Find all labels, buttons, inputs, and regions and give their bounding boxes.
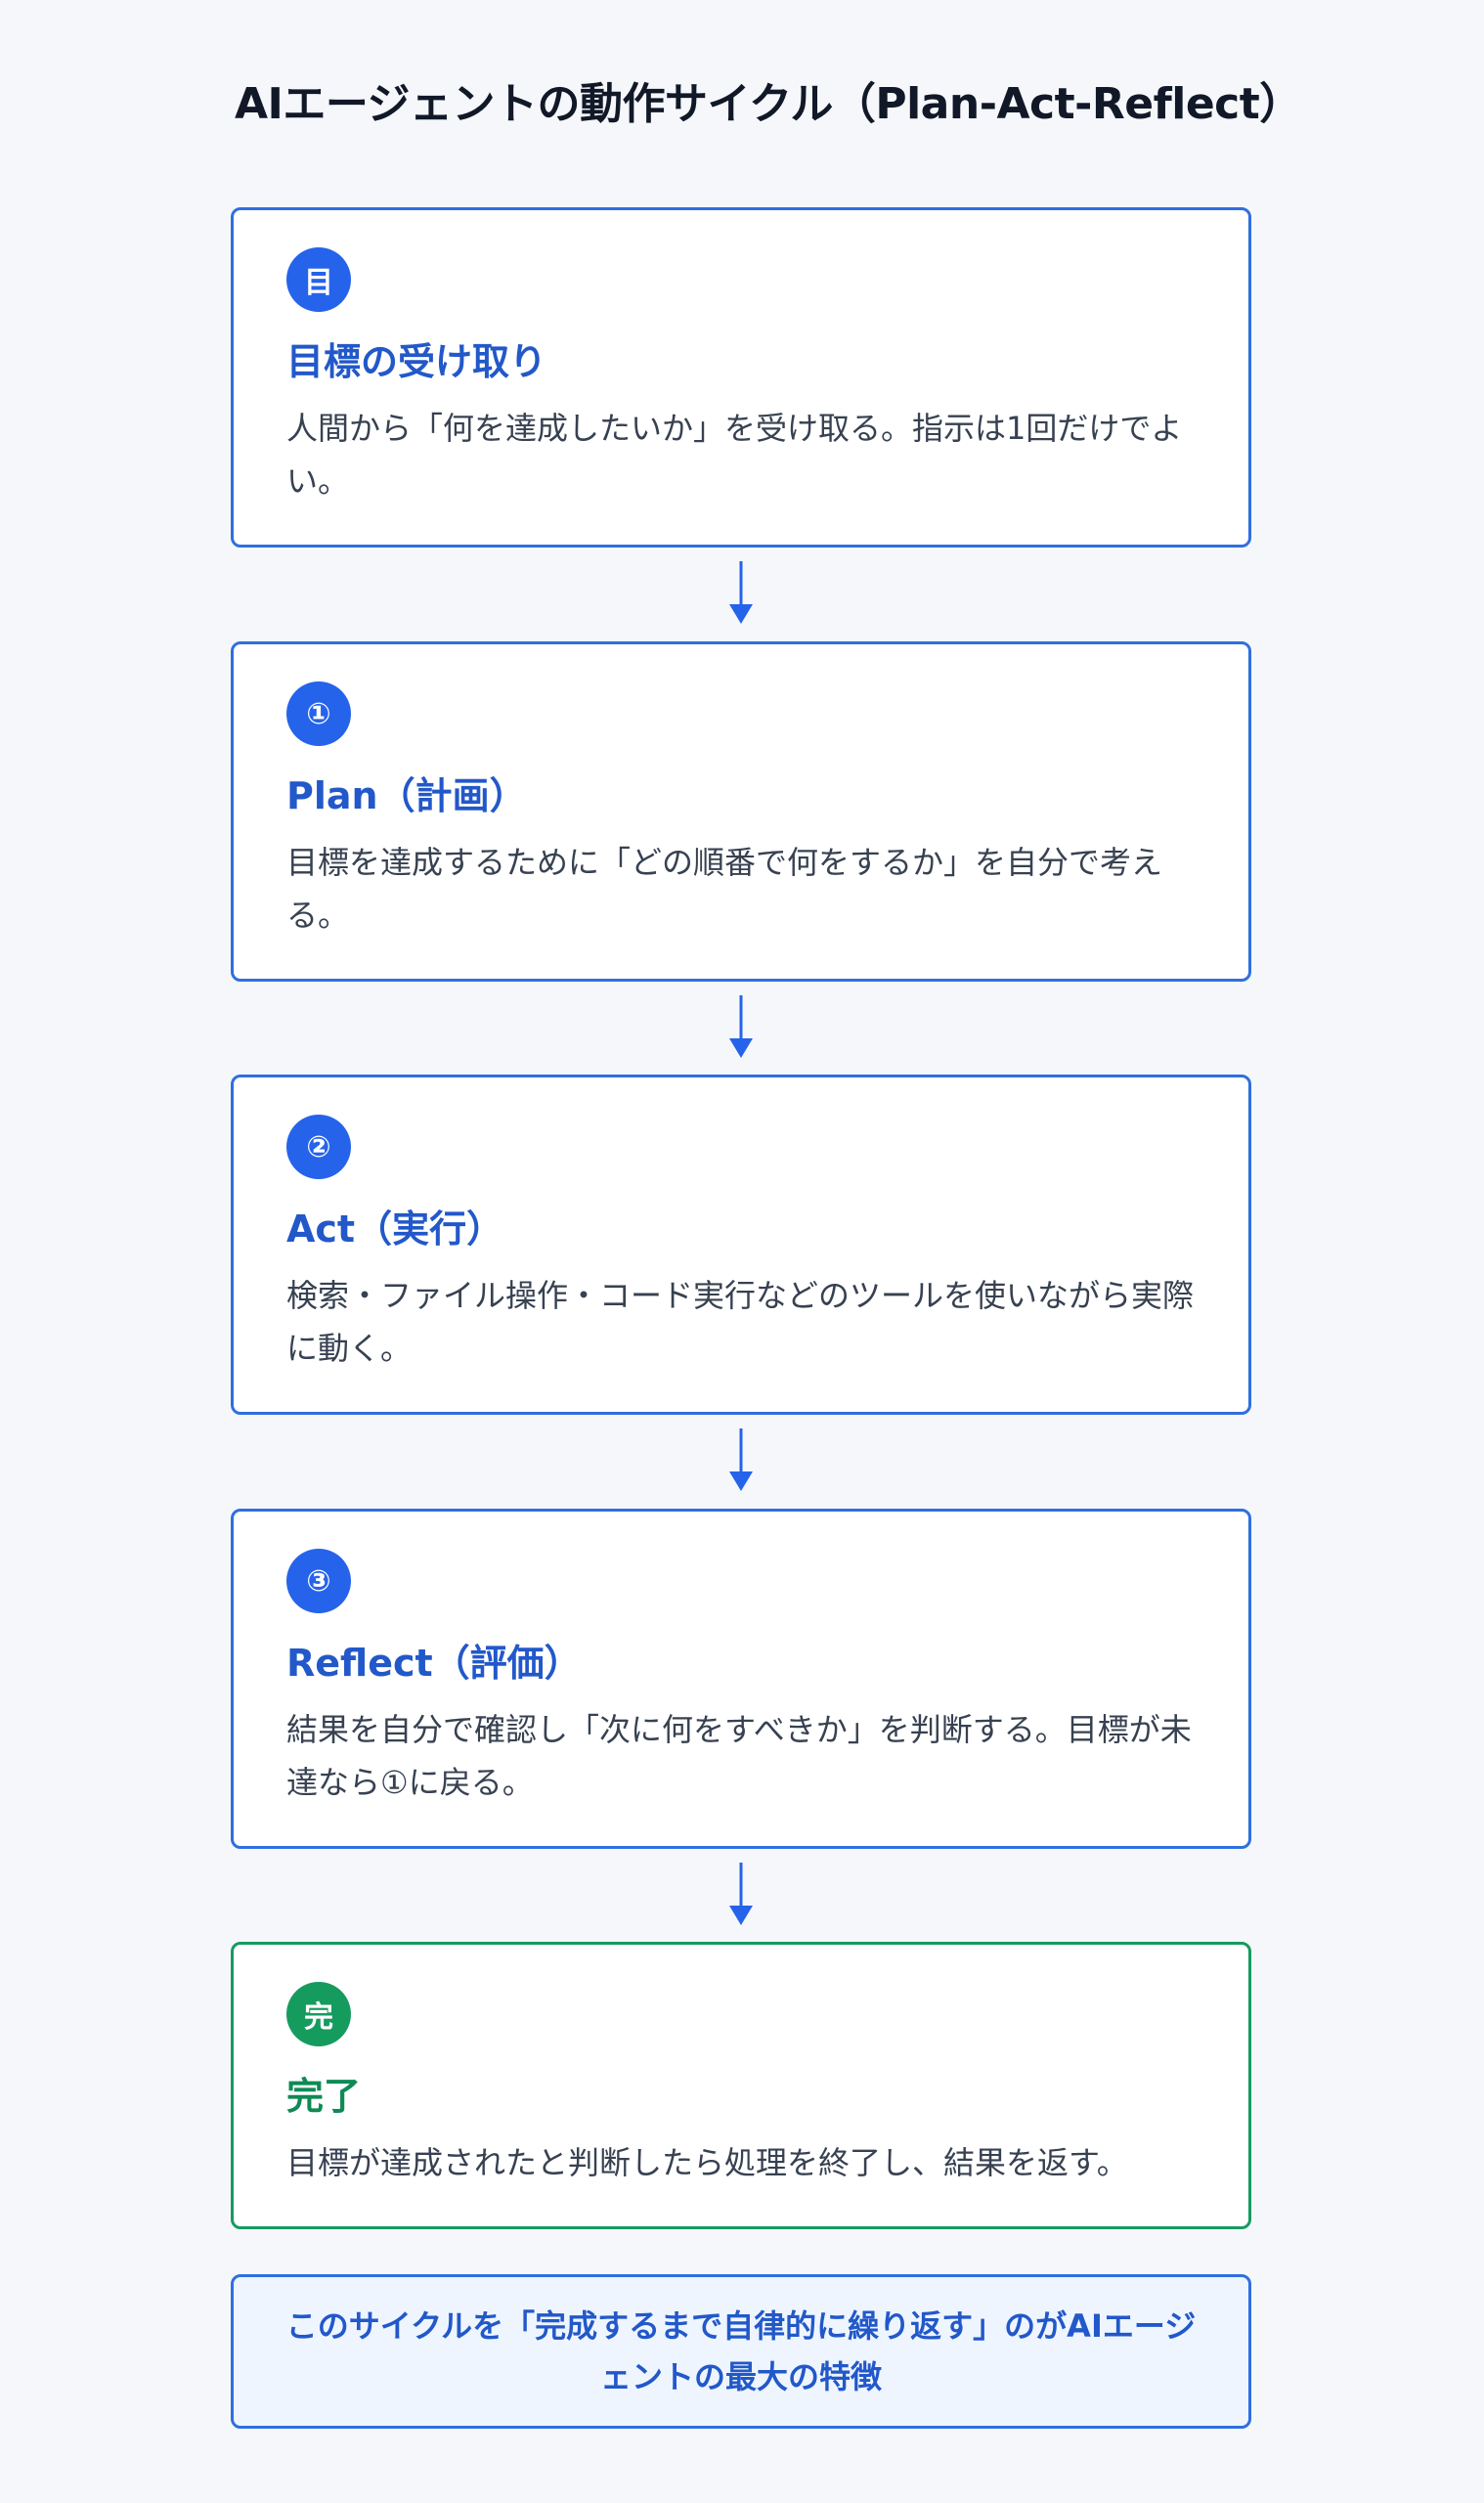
step-title: Act（実行） — [286, 1208, 504, 1251]
step-card-complete: 完 完了 目標が達成されたと判断したら処理を終了し、結果を返す。 — [231, 1942, 1251, 2229]
step-badge: ③ — [286, 1549, 351, 1613]
step-card-plan: ① Plan（計画） 目標を達成するために「どの順番で何をするか」を自分で考える… — [231, 641, 1251, 982]
step-title: 目標の受け取り — [286, 340, 547, 383]
step-description: 結果を自分で確認し「次に何をすべきか」を判断する。目標が未達なら①に戻る。 — [286, 1711, 1192, 1801]
step-card-goal: 目 目標の受け取り 人間から「何を達成したいか」を受け取る。指示は1回だけでよい… — [231, 207, 1251, 548]
step-description: 目標を達成するために「どの順番で何をするか」を自分で考える。 — [286, 844, 1163, 934]
down-arrow-icon — [729, 561, 753, 624]
step-title: 完了 — [286, 2075, 362, 2118]
step-description: 人間から「何を達成したいか」を受け取る。指示は1回だけでよい。 — [286, 410, 1183, 500]
step-badge: 完 — [286, 1982, 351, 2046]
down-arrow-icon — [729, 1863, 753, 1925]
step-description: 目標が達成されたと判断したら処理を終了し、結果を返す。 — [286, 2144, 1128, 2181]
step-badge: ① — [286, 681, 351, 746]
step-badge: 目 — [286, 247, 351, 312]
down-arrow-icon — [729, 1428, 753, 1491]
summary-text: このサイクルを「完成するまで自律的に繰り返す」のがAIエージェントの最大の特徴 — [285, 2307, 1197, 2395]
summary-callout: このサイクルを「完成するまで自律的に繰り返す」のがAIエージェントの最大の特徴 — [231, 2274, 1251, 2429]
page-title: AIエージェントの動作サイクル（Plan-Act-Reflect） — [235, 79, 1302, 129]
step-title: Reflect（評価） — [286, 1642, 582, 1685]
step-description: 検索・ファイル操作・コード実行などのツールを使いながら実際に動く。 — [286, 1277, 1195, 1367]
step-badge: ② — [286, 1115, 351, 1179]
down-arrow-icon — [729, 995, 753, 1058]
step-card-reflect: ③ Reflect（評価） 結果を自分で確認し「次に何をすべきか」を判断する。目… — [231, 1509, 1251, 1849]
step-title: Plan（計画） — [286, 774, 527, 817]
step-card-act: ② Act（実行） 検索・ファイル操作・コード実行などのツールを使いながら実際に… — [231, 1075, 1251, 1415]
